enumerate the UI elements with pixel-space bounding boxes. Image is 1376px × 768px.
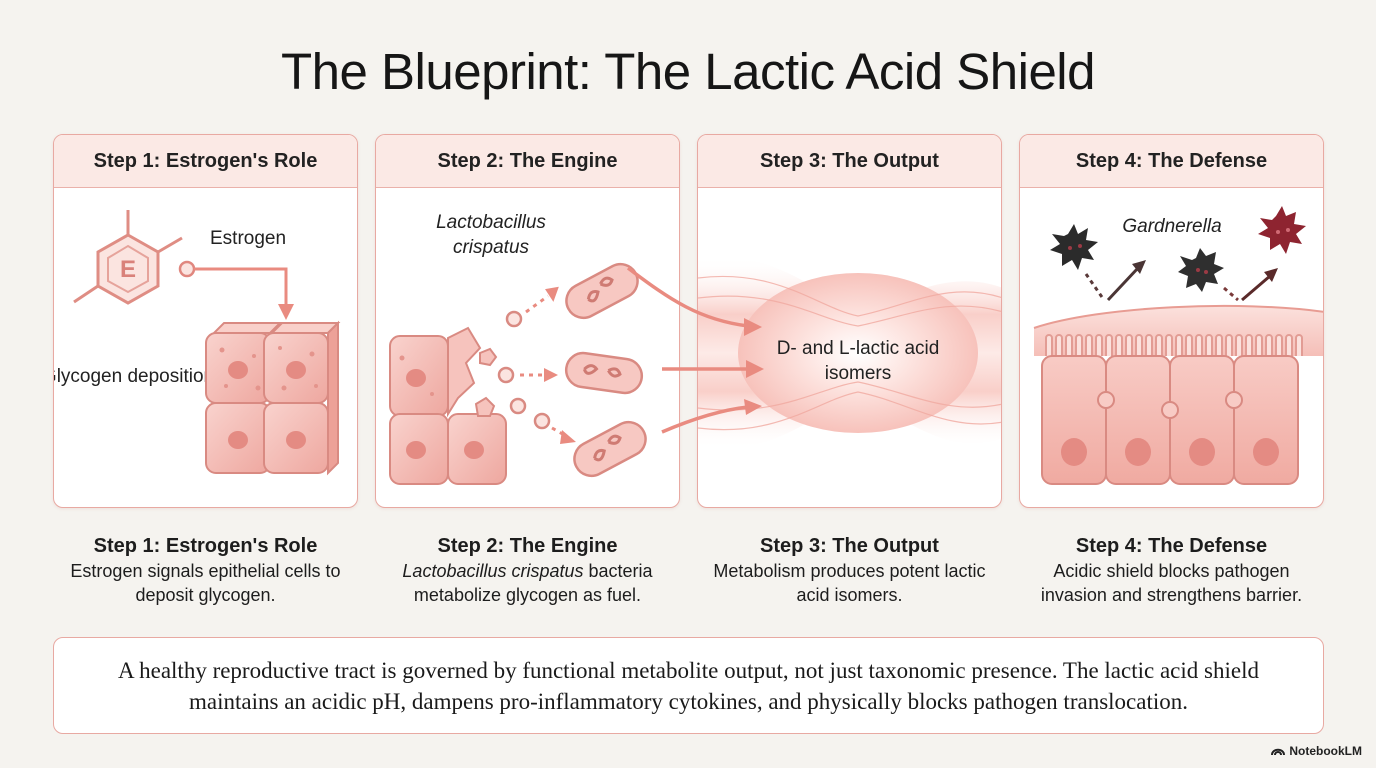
step-4-panel: Step 4: The Defense Gardnerella <box>1019 134 1324 508</box>
lactobacillus-rod-icon <box>564 351 644 395</box>
lactic-acid-output-illustration: D- and L-lactic acid isomers <box>698 256 1001 450</box>
signal-arrow <box>194 267 288 306</box>
step-3-caption-title: Step 3: The Output <box>760 535 939 557</box>
step-3-caption: Step 3: The Output Metabolism produces p… <box>697 533 1002 607</box>
estrogen-letter: E <box>120 256 136 283</box>
barrier-cells-icon <box>1041 355 1299 485</box>
lactobacillus-rod-icon <box>565 262 639 320</box>
pathogen-defense-illustration: Gardnerella <box>1033 206 1323 485</box>
step-2-panel: Step 2: The Engine Lactobacillus crispat… <box>375 134 680 508</box>
page-title: The Blueprint: The Lactic Acid Shield <box>280 43 1096 100</box>
step-2-caption-italic: Lactobacillus crispatus <box>402 561 584 581</box>
step-3-header: Step 3: The Output <box>698 135 1001 188</box>
pathogen-icon <box>1178 248 1224 292</box>
brand-label: NotebookLM <box>1289 744 1362 758</box>
bacteria-engine-illustration: Lactobacillus crispatus <box>389 212 647 485</box>
epithelial-cells-icon <box>205 320 341 476</box>
pathogen-label: Gardnerella <box>1122 216 1221 237</box>
step-1-caption: Step 1: Estrogen's Role Estrogen signals… <box>53 533 358 607</box>
glycogen-label: Glycogen deposition <box>54 366 214 387</box>
pathogen-icon <box>1050 224 1098 270</box>
step-2-caption-text: bacteria metabolize glycogen as fuel. <box>413 561 653 605</box>
step-1-caption-title: Step 1: Estrogen's Role <box>93 535 318 557</box>
lactobacillus-rod-icon <box>573 420 647 478</box>
step-4-caption: Step 4: The Defense Acidic shield blocks… <box>1019 533 1324 607</box>
step-1-panel: Step 1: Estrogen's Role E Estrogen Glyco… <box>53 134 358 508</box>
step-2-caption: Step 2: The Engine Lactobacillus crispat… <box>375 533 680 607</box>
step-4-caption-title: Step 4: The Defense <box>1075 535 1268 557</box>
step-1-caption-text: Estrogen signals epithelial cells to dep… <box>70 561 341 605</box>
estrogen-label: Estrogen <box>210 228 286 249</box>
step-2-caption-title: Step 2: The Engine <box>437 535 618 557</box>
broken-cells-icon <box>389 326 507 485</box>
notebook-logo-icon <box>1271 748 1286 756</box>
step-1-header: Step 1: Estrogen's Role <box>54 135 357 188</box>
estrogen-molecule-icon: E <box>73 210 183 305</box>
isomers-label: D- and L-lactic acid isomers <box>776 338 940 384</box>
step-2-header: Step 2: The Engine <box>376 135 679 188</box>
step-3-panel: Step 3: The Output D- and L- <box>697 134 1002 508</box>
pathogen-icon <box>1258 206 1306 254</box>
estrogen-glycogen-illustration: E Estrogen Glycogen deposition <box>54 210 341 476</box>
brand-mark: NotebookLM <box>1271 744 1362 758</box>
summary-text: A healthy reproductive tract is governed… <box>118 657 1259 714</box>
step-3-caption-text: Metabolism produces potent lactic acid i… <box>713 561 986 605</box>
bacterium-label: Lactobacillus crispatus <box>436 212 546 258</box>
step-4-header: Step 4: The Defense <box>1020 135 1323 188</box>
step-4-caption-text: Acidic shield blocks pathogen invasion a… <box>1040 561 1303 605</box>
summary-box: A healthy reproductive tract is governed… <box>53 637 1324 734</box>
